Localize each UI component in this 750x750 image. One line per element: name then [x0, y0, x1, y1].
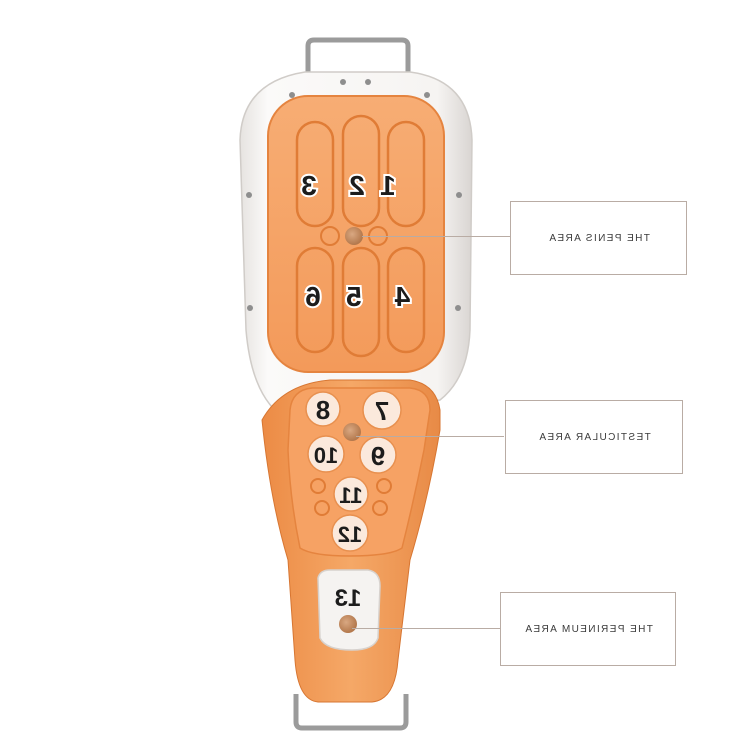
svg-text:12: 12	[338, 522, 362, 547]
screw	[365, 79, 371, 85]
electrode-dot	[376, 478, 392, 494]
testicular-area-label: TESTICULAR AREA	[537, 431, 651, 443]
svg-text:10: 10	[314, 443, 338, 468]
badge-number-6: 6	[303, 279, 323, 314]
testicular-area-callout: TESTICULAR AREA	[505, 400, 683, 474]
svg-text:7: 7	[375, 396, 389, 426]
badge-number-7: 7	[362, 390, 402, 430]
sensor-ring	[320, 226, 340, 246]
screw	[456, 192, 462, 198]
screw	[455, 305, 461, 311]
screw	[247, 305, 253, 311]
electrode-slot	[341, 246, 381, 358]
electrode-slot	[295, 120, 335, 228]
testicular-area-leader-line	[356, 436, 504, 437]
electrode-slot	[295, 246, 335, 354]
screw	[246, 192, 252, 198]
penis-area-callout: THE PENIS AREA	[510, 201, 687, 275]
electrode-slot	[341, 114, 381, 228]
svg-text:3: 3	[301, 170, 317, 201]
top-handle	[305, 37, 411, 72]
badge-number-13: 13	[335, 585, 362, 612]
badge-number-5: 5	[344, 279, 364, 314]
svg-text:8: 8	[316, 395, 330, 425]
svg-text:11: 11	[339, 483, 362, 508]
svg-text:5: 5	[346, 281, 362, 312]
badge-number-1: 1	[378, 168, 398, 203]
electrode-slot	[386, 120, 426, 228]
screw	[340, 79, 346, 85]
bottom-handle	[293, 694, 409, 731]
electrode-dot	[314, 500, 330, 516]
penis-area-leader-line	[362, 236, 510, 237]
perineum-area-label: THE PERINEUM AREA	[523, 623, 653, 635]
svg-text:4: 4	[394, 281, 410, 312]
svg-text:2: 2	[349, 170, 365, 201]
badge-number-11: 11	[333, 476, 369, 512]
svg-text:6: 6	[305, 281, 321, 312]
badge-number-3: 3	[299, 168, 319, 203]
svg-text:13: 13	[335, 585, 362, 612]
screw	[424, 92, 430, 98]
sensor-nub	[343, 423, 361, 441]
perineum-insert	[317, 569, 381, 651]
perineum-area-callout: THE PERINEUM AREA	[500, 592, 676, 666]
badge-number-12: 12	[331, 514, 369, 552]
sensor-nub	[345, 227, 363, 245]
svg-text:9: 9	[371, 441, 385, 471]
badge-number-4: 4	[392, 279, 412, 314]
badge-number-10: 10	[307, 435, 345, 473]
screw	[289, 92, 295, 98]
badge-number-8: 8	[305, 391, 341, 427]
electrode-slot	[386, 246, 426, 354]
badge-number-9: 9	[359, 436, 397, 474]
badge-number-2: 2	[347, 168, 367, 203]
electrode-dot	[372, 500, 388, 516]
perineum-area-leader-line	[352, 628, 500, 629]
sensor-nub	[339, 615, 357, 633]
svg-text:1: 1	[380, 170, 396, 201]
electrode-dot	[310, 478, 326, 494]
penis-area-label: THE PENIS AREA	[547, 232, 650, 244]
